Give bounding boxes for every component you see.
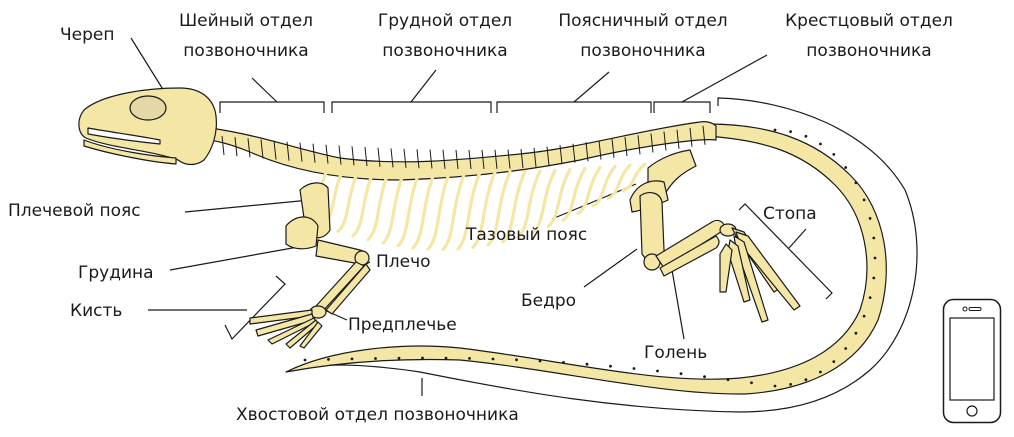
tail-vertebra <box>703 375 706 378</box>
tail-vertebra <box>421 357 424 360</box>
tail-vertebra <box>774 129 777 132</box>
tail-vertebra <box>789 130 792 133</box>
tail-vertebra <box>844 166 847 169</box>
tail-vertebra <box>844 347 847 350</box>
smartphone-icon <box>942 298 1002 424</box>
label-lumbar-line1: Поясничный отдел <box>548 10 738 32</box>
tail-vertebra <box>374 357 377 360</box>
tail-vertebra <box>515 358 518 361</box>
tail-vertebra <box>609 365 612 368</box>
label-cervical: Шейный отдел позвоночника <box>160 10 332 62</box>
label-femur: Бедро <box>521 290 576 312</box>
tail-vertebra <box>468 357 471 360</box>
label-sternum: Грудина <box>78 262 154 284</box>
tail-vertebra <box>832 153 835 156</box>
tail-vertebra <box>872 237 875 240</box>
tail-vertebra <box>492 358 495 361</box>
tail-vertebra <box>869 296 872 299</box>
label-sacral-line1: Крестцовый отдел <box>766 10 972 32</box>
tail-vertebra <box>445 357 448 360</box>
tail-vertebra <box>805 378 808 381</box>
tail-vertebra <box>869 217 872 220</box>
label-cervical-line1: Шейный отдел <box>160 10 332 32</box>
tail-vertebra <box>819 371 822 374</box>
tail-vertebra <box>586 363 589 366</box>
tail-vertebra <box>872 277 875 280</box>
label-pelvic-girdle: Тазовый пояс <box>466 224 587 246</box>
label-sacral-line2: позвоночника <box>766 40 972 62</box>
label-humerus: Плечо <box>376 251 431 273</box>
tail-vertebra <box>832 360 835 363</box>
tail-vertebra <box>855 332 858 335</box>
label-lumbar: Поясничный отдел позвоночника <box>548 10 738 62</box>
label-lumbar-line2: позвоночника <box>548 40 738 62</box>
label-shoulder-girdle: Плечевой пояс <box>8 200 141 222</box>
label-thoracic: Грудной отдел позвоночника <box>356 10 534 62</box>
label-hand: Кисть <box>70 300 122 322</box>
tail-vertebra <box>750 381 753 384</box>
label-forearm: Предплечье <box>348 314 457 336</box>
label-sacral: Крестцовый отдел позвоночника <box>766 10 972 62</box>
tail-vertebra <box>863 315 866 318</box>
tail-vertebra <box>656 370 659 373</box>
tail-vertebra <box>398 357 401 360</box>
hind-limb <box>630 150 800 322</box>
tail-vertebra <box>680 372 683 375</box>
tail-vertebra <box>855 181 858 184</box>
label-cervical-line2: позвоночника <box>160 40 332 62</box>
label-thoracic-line1: Грудной отдел <box>356 10 534 32</box>
label-foot: Стопа <box>763 203 817 225</box>
label-skull: Череп <box>60 24 114 46</box>
tail-vertebra <box>304 359 307 362</box>
tail-vertebra <box>351 358 354 361</box>
label-thoracic-line2: позвоночника <box>356 40 534 62</box>
tail-vertebra <box>863 199 866 202</box>
label-caudal: Хвостовой отдел позвоночника <box>236 404 519 426</box>
tail-vertebra <box>727 378 730 381</box>
tail-vertebra <box>562 361 565 364</box>
tail-vertebra <box>789 383 792 386</box>
tail-vertebra <box>805 135 808 138</box>
tail-vertebra <box>874 257 877 260</box>
tail-vertebra <box>327 358 330 361</box>
skull <box>79 88 216 165</box>
label-shin: Голень <box>644 342 707 364</box>
tail-vertebra <box>633 367 636 370</box>
tail-vertebra <box>819 143 822 146</box>
tail-vertebra <box>539 360 542 363</box>
tail-vertebra <box>774 385 777 388</box>
